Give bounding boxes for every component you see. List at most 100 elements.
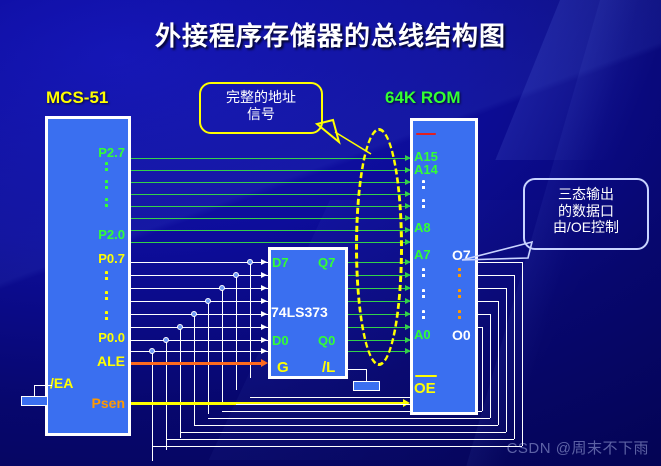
rom-data-drop — [482, 327, 483, 411]
bus-junction-node — [149, 348, 155, 354]
rom-data-return — [250, 397, 466, 398]
ale-arrow — [261, 359, 268, 367]
rom-pin-dots — [422, 268, 425, 280]
latch-pin-g: G — [277, 359, 289, 376]
callout-address-tail — [315, 118, 372, 155]
mcu-pin-dots — [105, 311, 108, 322]
rom-pin-dots — [422, 199, 425, 211]
callout-output-line2: 的数据口 — [558, 202, 614, 219]
rom-a15-overline — [416, 133, 436, 135]
latch-out-arrow — [405, 337, 411, 343]
latch-pin-d7: D7 — [272, 255, 289, 270]
mcu-pin-dots — [105, 271, 108, 282]
rom-pin-a8: A8 — [414, 220, 431, 235]
data-bus-drop — [166, 340, 167, 450]
rom-data-wire — [478, 314, 490, 315]
p0-wire-d7 — [131, 262, 269, 263]
mcu-caption: MCS-51 — [46, 88, 109, 107]
latch-pin-q0: Q0 — [318, 333, 336, 348]
rom-pin-oe: OE — [414, 380, 436, 397]
mcu-pin-ea: /EA — [50, 375, 74, 391]
data-bus-drop — [208, 301, 209, 414]
latch-out-arrow-a0 — [405, 348, 411, 354]
latch-out-arrow-a7 — [405, 259, 411, 265]
address-wire — [131, 218, 421, 219]
address-wire-a15 — [131, 158, 421, 159]
callout-address-line1: 完整的地址 — [226, 89, 296, 105]
rom-pin-dots — [458, 289, 461, 301]
rom-data-return — [222, 411, 482, 412]
ale-wire — [131, 362, 264, 365]
mcu-pin-p0-7: P0.7 — [98, 251, 125, 266]
mcu-pin-p2-7: P2.7 — [98, 145, 125, 160]
mcu-pin-p2-0: P2.0 — [98, 227, 125, 242]
address-arrow — [405, 191, 411, 197]
callout-output-tail — [461, 240, 534, 261]
p0-arrow-d0 — [261, 348, 267, 354]
data-bus-drop — [222, 288, 223, 402]
p0-arrow — [261, 311, 267, 317]
data-bus-drop — [152, 351, 153, 461]
p0-wire-d0 — [131, 351, 269, 352]
rom-data-drop — [490, 314, 491, 418]
mcu-pin-dots — [105, 291, 108, 302]
data-bus-drop — [194, 314, 195, 426]
address-wire — [131, 206, 421, 207]
latch-ground-wire — [366, 369, 367, 382]
latch-out-arrow — [405, 285, 411, 291]
mcu-pin-p0-0: P0.0 — [98, 330, 125, 345]
address-wire — [131, 194, 421, 195]
address-arrow-a8 — [405, 239, 411, 245]
p0-arrow — [261, 272, 267, 278]
callout-output-line1: 三态输出 — [558, 186, 614, 202]
p0-arrow — [261, 285, 267, 291]
rom-pin-dots — [422, 289, 425, 301]
callout-address-signals: 完整的地址 信号 — [199, 82, 323, 134]
bus-junction-node — [177, 324, 183, 330]
p0-wire — [131, 275, 269, 276]
rom-data-wire — [478, 288, 506, 289]
rom-data-drop — [514, 275, 515, 439]
rom-pin-a14: A14 — [414, 162, 438, 177]
latch-out-arrow — [405, 324, 411, 330]
mcu-pin-dots — [105, 180, 108, 191]
address-wire-a14 — [131, 170, 421, 171]
ground-symbol — [353, 381, 380, 391]
address-arrow — [405, 179, 411, 185]
rom-data-wire — [478, 275, 514, 276]
address-wire — [131, 182, 421, 183]
address-wire-a8 — [131, 242, 421, 243]
data-bus-drop — [180, 327, 181, 438]
mcu-pin-dots — [105, 198, 108, 209]
rom-data-drop — [506, 288, 507, 432]
latch-pin-d0: D0 — [272, 333, 289, 348]
mcu-pin-dots — [105, 162, 108, 173]
ground-symbol — [21, 396, 48, 406]
rom-data-wire — [478, 327, 482, 328]
callout-output-line3: 由/OE控制 — [552, 219, 620, 236]
rom-chip-body — [410, 118, 478, 415]
p0-arrow — [261, 324, 267, 330]
rom-pin-dots — [422, 310, 425, 322]
rom-data-return — [236, 404, 474, 405]
p0-wire — [131, 301, 269, 302]
rom-data-wire — [478, 301, 498, 302]
address-arrow — [405, 203, 411, 209]
callout-tristate-output: 三态输出 的数据口 由/OE控制 — [523, 178, 649, 250]
address-arrow — [405, 215, 411, 221]
p0-wire — [131, 314, 269, 315]
p0-wire — [131, 288, 269, 289]
bus-junction-node — [191, 311, 197, 317]
latch-pin-q7: Q7 — [318, 255, 336, 270]
psen-arrow — [403, 399, 410, 407]
psen-wire — [131, 402, 408, 405]
latch-out-arrow — [405, 298, 411, 304]
rom-pin-a15: A15 — [414, 149, 438, 164]
address-arrow-a14 — [405, 167, 411, 173]
rom-oe-overline — [415, 375, 437, 377]
watermark: CSDN @周末不下雨 — [506, 440, 649, 457]
callout-address-line2: 信号 — [247, 105, 275, 122]
p0-wire — [131, 327, 269, 328]
rom-data-drop — [498, 301, 499, 425]
